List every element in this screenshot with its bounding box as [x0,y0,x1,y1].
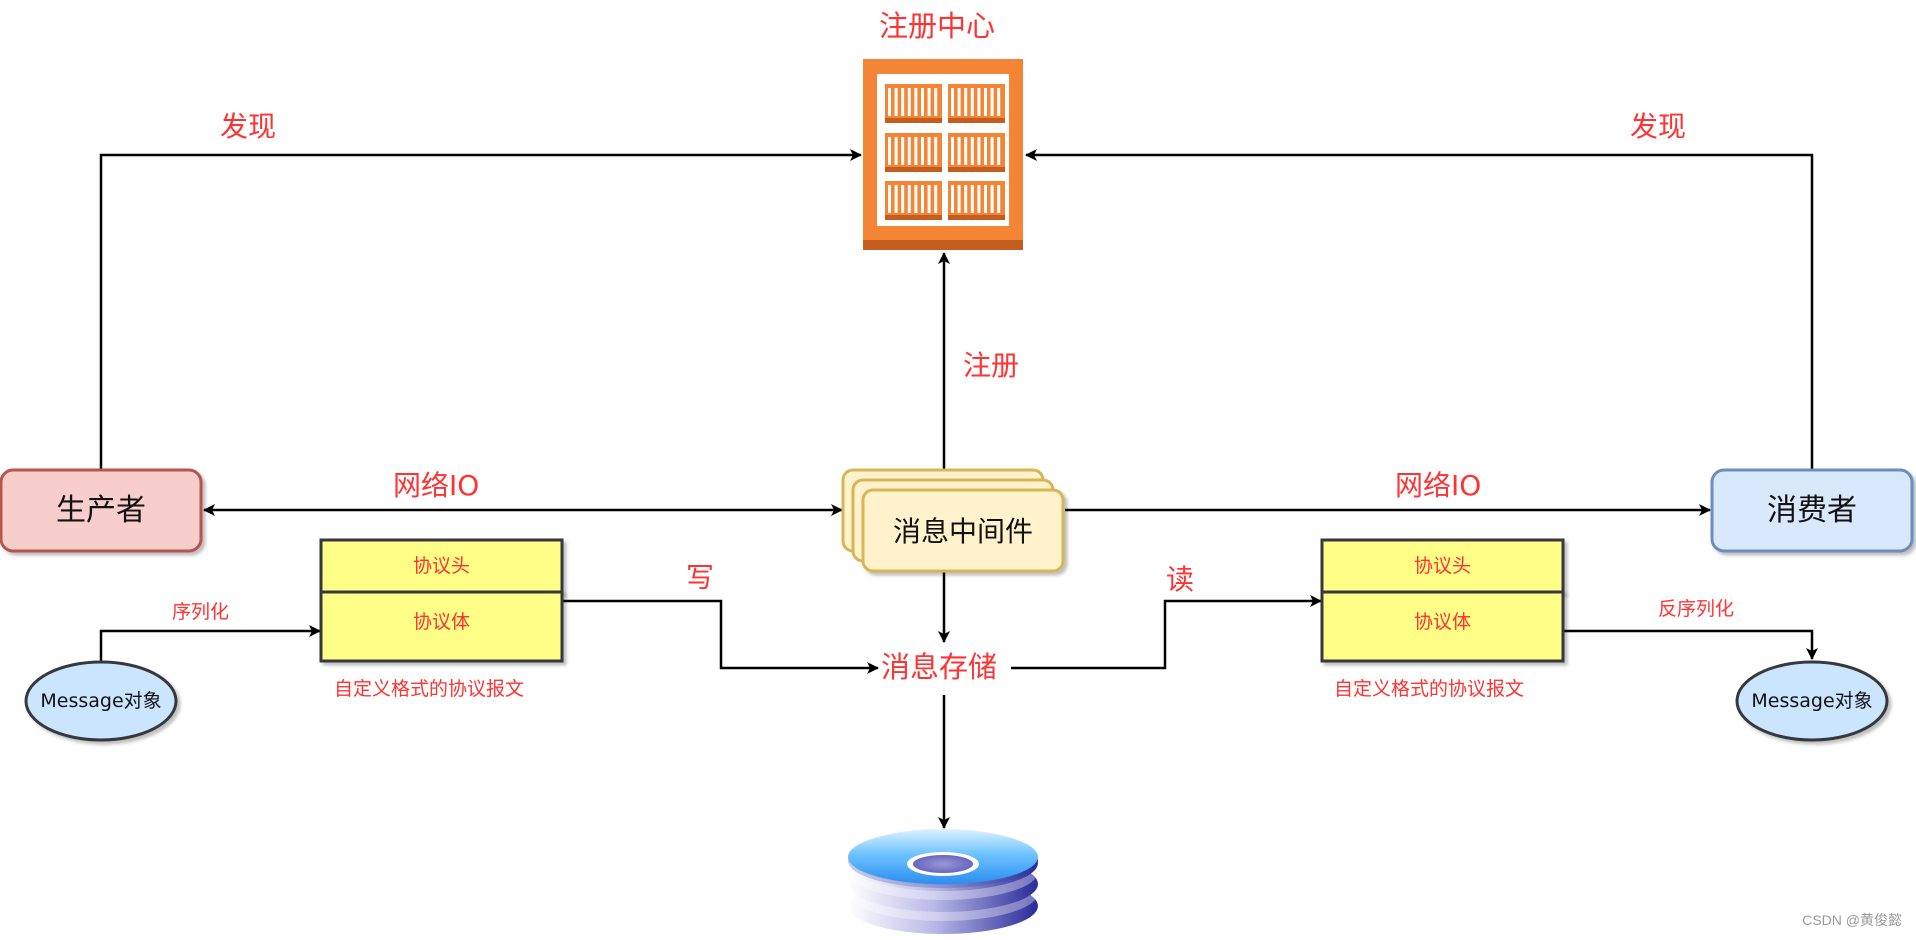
registry-shelf [948,84,1005,123]
right-protocol-packet [1320,538,1565,663]
left-caption: 自定义格式的协议报文 [334,678,525,700]
edge-read [1011,595,1322,670]
edge-consumer-discover [1025,149,1814,470]
registry-shelf [948,133,1005,172]
edge-serialize [99,625,321,662]
consumer-node[interactable] [1710,468,1914,553]
write-label: 写 [686,561,715,594]
registry-shelf [885,133,942,172]
producer-node[interactable] [0,468,203,553]
left-protocol-packet [319,538,564,663]
deserialize-label: 反序列化 [1658,598,1735,620]
registry-title: 注册中心 [879,9,996,43]
network-io-left-label: 网络IO [393,469,480,502]
serialize-label: 序列化 [172,601,230,623]
storage-label: 消息存储 [879,650,1000,684]
right-body-label: 协议体 [1413,611,1471,633]
consumer-label: 消费者 [1767,493,1857,528]
register-label: 注册 [963,349,1020,382]
discover-left-label: 发现 [220,110,277,143]
edge-producer-discover [99,149,862,470]
middleware-node[interactable] [841,468,1065,573]
right-message-object[interactable] [1735,660,1889,742]
right-caption: 自定义格式的协议报文 [1334,678,1525,700]
left-message-label: Message对象 [40,690,162,712]
left-body-label: 协议体 [412,611,470,633]
right-message-label: Message对象 [1751,690,1873,712]
right-header-label: 协议头 [1413,555,1471,577]
registry-shelf [885,84,942,123]
watermark: CSDN @黄俊懿 [1802,912,1902,928]
producer-label: 生产者 [56,493,146,528]
disk-storage-icon [848,829,1038,934]
registry-icon [863,59,1023,250]
network-io-right-label: 网络IO [1395,469,1482,502]
registry-shelf [948,181,1005,220]
left-message-object[interactable] [24,660,178,742]
discover-right-label: 发现 [1630,110,1687,143]
read-label: 读 [1166,563,1195,596]
registry-shelf [885,181,942,220]
left-header-label: 协议头 [412,555,470,577]
middleware-label: 消息中间件 [892,515,1033,548]
edge-write [563,599,879,674]
edge-deserialize [1562,629,1818,660]
